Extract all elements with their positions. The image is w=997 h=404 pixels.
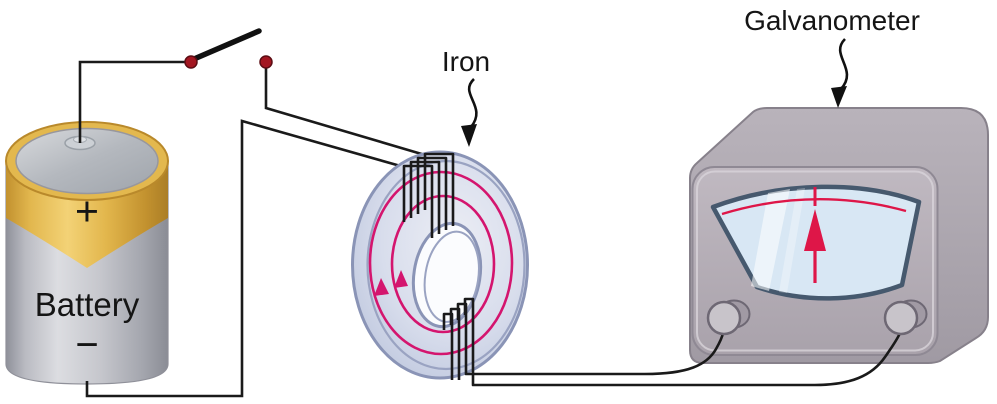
circuit-wires	[78, 60, 426, 398]
secondary-coil-turn-with-lower-lead	[463, 297, 902, 387]
galvanometer-panel-bevel	[696, 170, 934, 352]
iron-label: Iron	[442, 46, 490, 77]
wire-switch-to-coil	[264, 68, 426, 157]
battery-minus-label: −	[75, 323, 98, 367]
field-line-outer	[368, 170, 514, 356]
secondary-coil-turn	[449, 307, 461, 380]
wire-battery-to-switch	[78, 60, 185, 143]
primary-coil-turn	[416, 156, 448, 230]
switch-blade	[191, 28, 262, 62]
iron-ring	[351, 150, 529, 380]
galvanometer-label: Galvanometer	[744, 5, 920, 36]
needle-arrow-icon	[804, 209, 826, 251]
switch-terminal-dot-right	[259, 55, 273, 69]
iron-callout: Iron	[442, 46, 490, 147]
display-glass-highlight	[751, 189, 790, 291]
primary-coil	[402, 152, 455, 238]
switch-terminal-dot-left	[184, 55, 198, 69]
switch	[184, 28, 273, 69]
secondary-coil-turn-with-upper-lead	[456, 302, 725, 376]
field-arrow-outer-icon	[374, 278, 389, 296]
primary-coil-turn	[423, 152, 455, 226]
wire-return-to-battery	[85, 119, 405, 398]
battery: + Battery −	[5, 121, 169, 385]
battery-plus-label: +	[75, 188, 99, 234]
display-glass-highlight-thin	[779, 188, 805, 293]
field-line-inner	[390, 194, 496, 334]
galvanometer-callout: Galvanometer	[744, 5, 920, 108]
secondary-coil-turn	[442, 312, 454, 380]
field-arrow-inner-icon	[394, 270, 408, 288]
galvanometer-terminals	[706, 299, 928, 336]
secondary-coil	[442, 297, 902, 387]
iron-arrowhead-icon	[461, 124, 477, 147]
iron-squiggle-arrow	[467, 78, 478, 128]
galvanometer-squiggle-arrow	[838, 38, 849, 90]
battery-top-face	[15, 127, 159, 195]
battery-label: Battery	[35, 286, 140, 323]
galvanometer-arrowhead-icon	[831, 86, 847, 108]
galvanometer	[689, 107, 989, 364]
terminal-right	[883, 300, 919, 336]
terminal-left	[706, 300, 742, 336]
